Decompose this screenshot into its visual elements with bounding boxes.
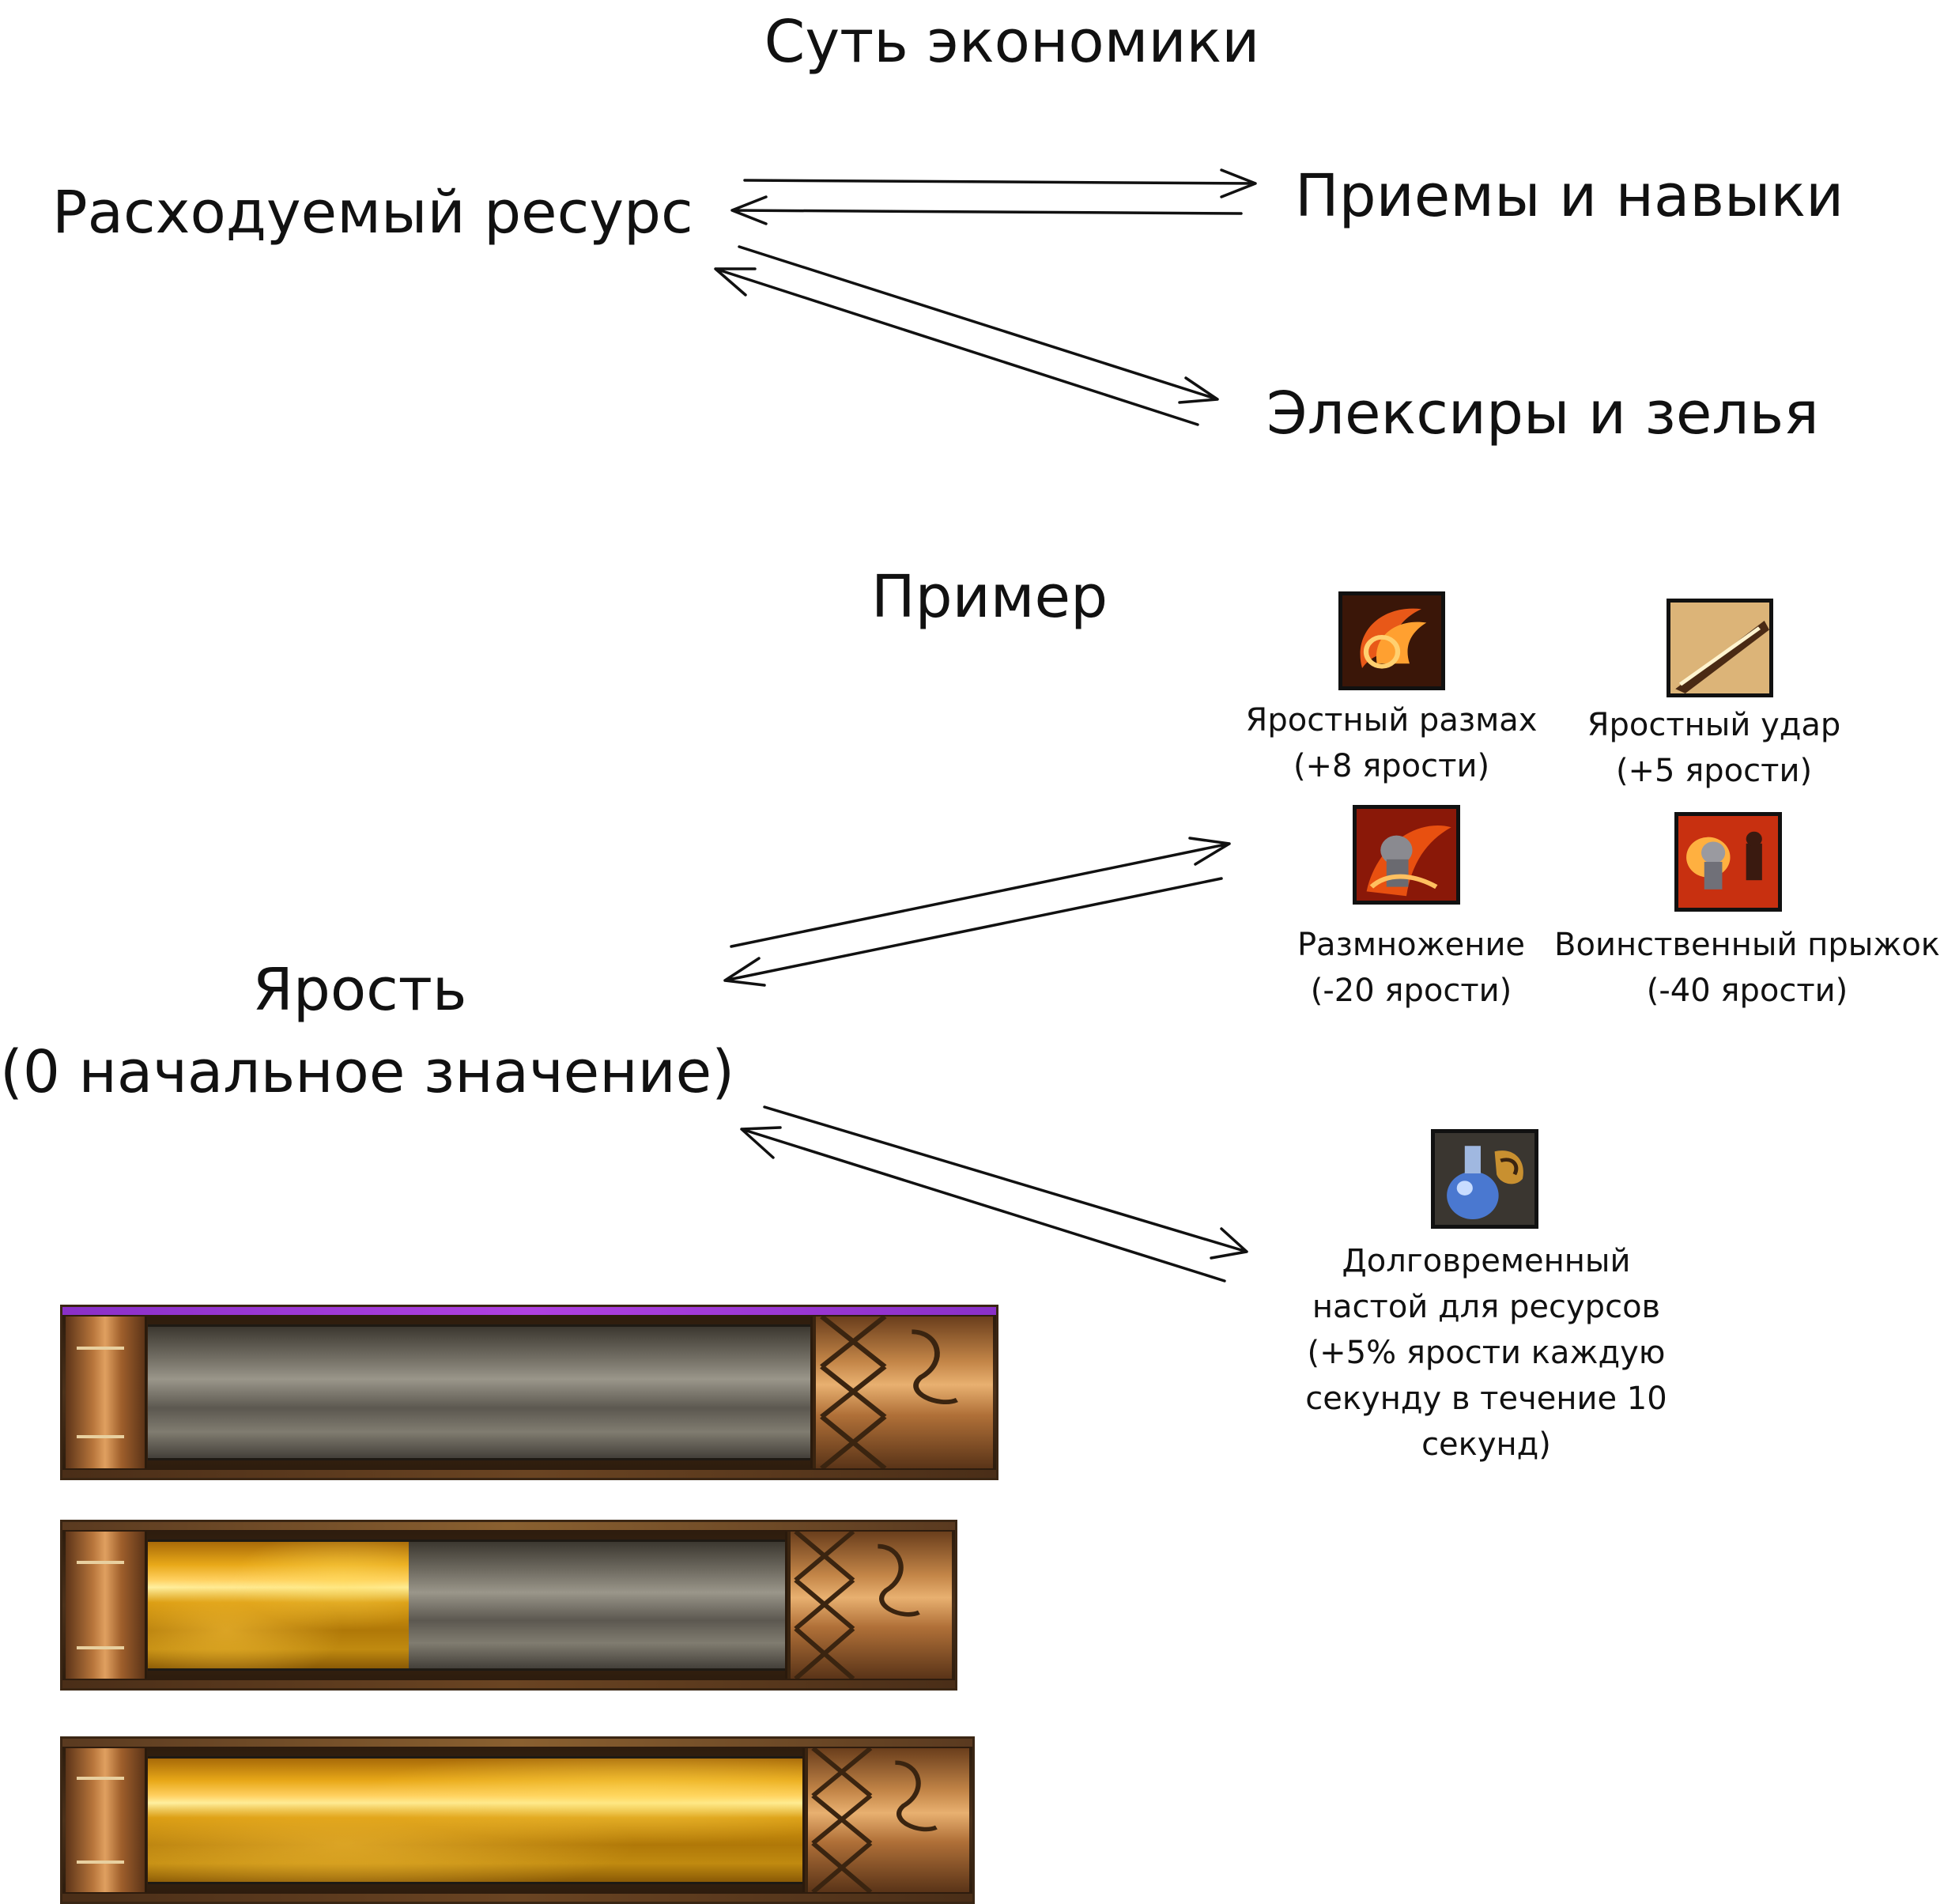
multiply-icon [1353, 805, 1460, 905]
node-potions: Элексиры и зелья [1266, 380, 1819, 448]
bar-top-rim [62, 1739, 972, 1747]
bar-right-cap [810, 1317, 993, 1468]
rage-initial-value: (0 начальное значение) [0, 1038, 735, 1106]
potion-line: секунд) [1421, 1426, 1551, 1463]
arrow-potions-to-resource [714, 267, 1199, 426]
page-title: Суть экономики [764, 8, 1260, 76]
arrow-skills-to-rage [723, 877, 1223, 987]
bar-bottom-rim [62, 1894, 972, 1902]
bar-tube [148, 1324, 810, 1460]
skill-multiply: Размножение (-20 ярости) [1253, 922, 1569, 1014]
potion-line: настой для ресурсов [1312, 1289, 1661, 1325]
skill-effect: (-20 ярости) [1310, 973, 1512, 1009]
section-example-heading: Пример [871, 563, 1108, 631]
bar-top-rim [62, 1307, 996, 1315]
arrow-rage-to-potion [763, 1105, 1248, 1260]
arrow-resource-to-skills [743, 168, 1257, 198]
potion-description: Долговременный настой для ресурсов (+5% … [1249, 1238, 1723, 1468]
bar-tube [148, 1756, 802, 1884]
bar-right-cap [802, 1748, 969, 1892]
leap-icon [1674, 812, 1782, 912]
arrow-rage-to-skills [730, 837, 1231, 948]
potion-icon [1431, 1129, 1538, 1229]
potion-line: Долговременный [1342, 1243, 1631, 1279]
arrow-potion-to-rage [740, 1126, 1226, 1283]
bar-right-cap [785, 1532, 952, 1679]
skill-name: Яростный размах [1245, 702, 1538, 739]
skill-furious-swing: Яростный размах (+8 ярости) [1233, 697, 1550, 789]
skill-name: Размножение [1297, 927, 1526, 963]
bar-tube [148, 1539, 785, 1671]
skill-furious-strike: Яростный удар (+5 ярости) [1556, 702, 1872, 794]
rage-bar-partial [60, 1520, 957, 1691]
flame-swing-icon [1338, 591, 1445, 690]
blade-strike-icon [1667, 599, 1773, 697]
skill-name: Воинственный прыжок [1554, 927, 1940, 963]
skill-name: Яростный удар [1587, 707, 1841, 743]
bar-left-cap [66, 1317, 147, 1468]
rage-bar-full [60, 1736, 975, 1904]
bar-left-cap [66, 1748, 147, 1892]
node-consumable-resource: Расходуемый ресурс [52, 179, 693, 247]
rage-fill [148, 1542, 410, 1668]
skill-effect: (+8 ярости) [1293, 748, 1490, 784]
rage-label: Ярость [252, 956, 467, 1024]
potion-line: (+5% ярости каждую [1307, 1335, 1666, 1371]
bar-bottom-rim [62, 1680, 955, 1688]
rage-fill [148, 1759, 802, 1882]
skill-effect: (-40 ярости) [1646, 973, 1848, 1009]
rage-bar-empty [60, 1305, 998, 1480]
arrow-resource-to-potions [738, 245, 1219, 404]
skill-effect: (+5 ярости) [1615, 753, 1813, 789]
node-skills: Приемы и навыки [1295, 162, 1844, 230]
bar-top-rim [62, 1522, 955, 1530]
potion-line: секунду в течение 10 [1305, 1381, 1667, 1417]
node-rage: Ярость (0 начальное значение) [0, 949, 735, 1113]
arrow-skills-to-resource [730, 195, 1243, 225]
skill-warrior-leap: Воинственный прыжок (-40 ярости) [1550, 922, 1944, 1014]
bar-bottom-rim [62, 1470, 996, 1478]
bar-left-cap [66, 1532, 147, 1679]
